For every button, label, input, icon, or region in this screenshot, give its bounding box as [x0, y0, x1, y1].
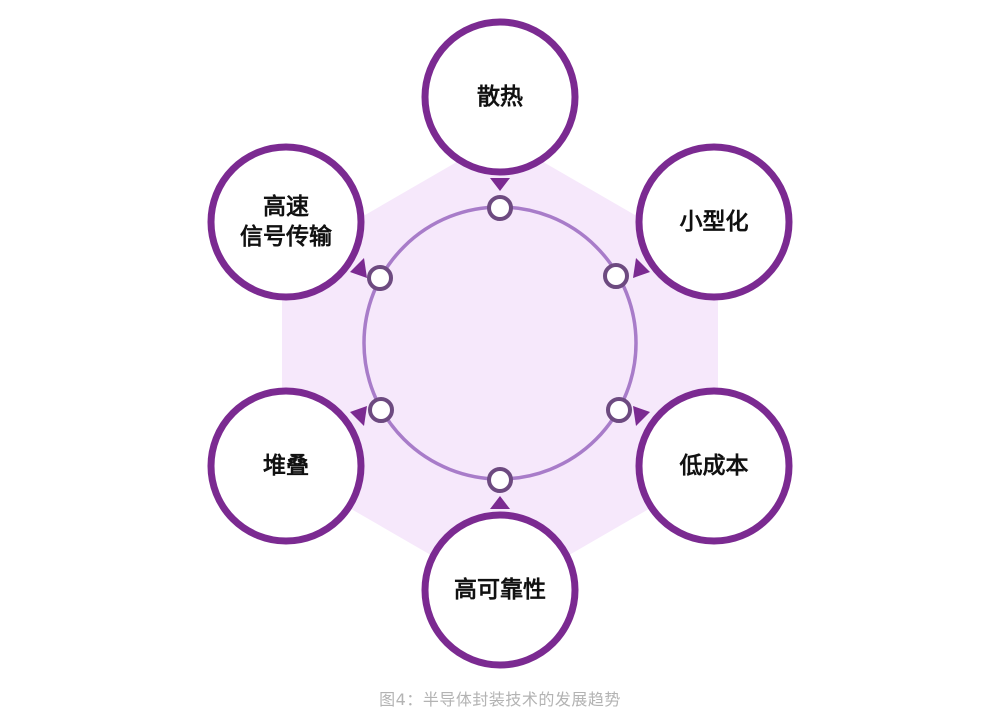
node-pointer — [350, 406, 367, 426]
node-circle — [635, 143, 793, 301]
node-label: 小型化 — [680, 208, 749, 235]
node-upper-right: 小型化 — [633, 143, 793, 301]
ring-connector-upper-left — [367, 265, 393, 291]
node-circle — [421, 511, 579, 669]
ring-connector-lower-right — [606, 397, 632, 423]
node-pointer — [633, 258, 650, 278]
node-label: 信号传输 — [240, 223, 333, 250]
node-pointer — [490, 496, 510, 509]
node-circle — [207, 387, 365, 545]
node-circle — [207, 143, 365, 301]
node-top: 散热 — [421, 18, 579, 191]
ring-connector-upper-right — [603, 263, 629, 289]
ring-connector-top — [487, 195, 513, 221]
node-circle — [635, 387, 793, 545]
background-hexagon — [282, 137, 718, 595]
ring-connector-lower-left — [368, 397, 394, 423]
node-bottom: 高可靠性 — [421, 496, 579, 669]
figure-caption: 图4：半导体封装技术的发展趋势 — [379, 690, 621, 709]
node-label: 高可靠性 — [454, 576, 546, 603]
node-label: 高速 — [263, 193, 309, 220]
node-label: 散热 — [477, 84, 523, 110]
node-pointer — [633, 406, 650, 426]
node-pointer — [350, 258, 367, 278]
node-pointer — [490, 178, 510, 191]
node-lower-right: 低成本 — [633, 387, 793, 545]
node-label: 堆叠 — [263, 453, 309, 479]
node-circle — [421, 18, 579, 176]
ring-connector-bottom — [487, 467, 513, 493]
node-lower-left: 堆叠 — [207, 387, 367, 545]
node-label: 低成本 — [679, 453, 749, 479]
